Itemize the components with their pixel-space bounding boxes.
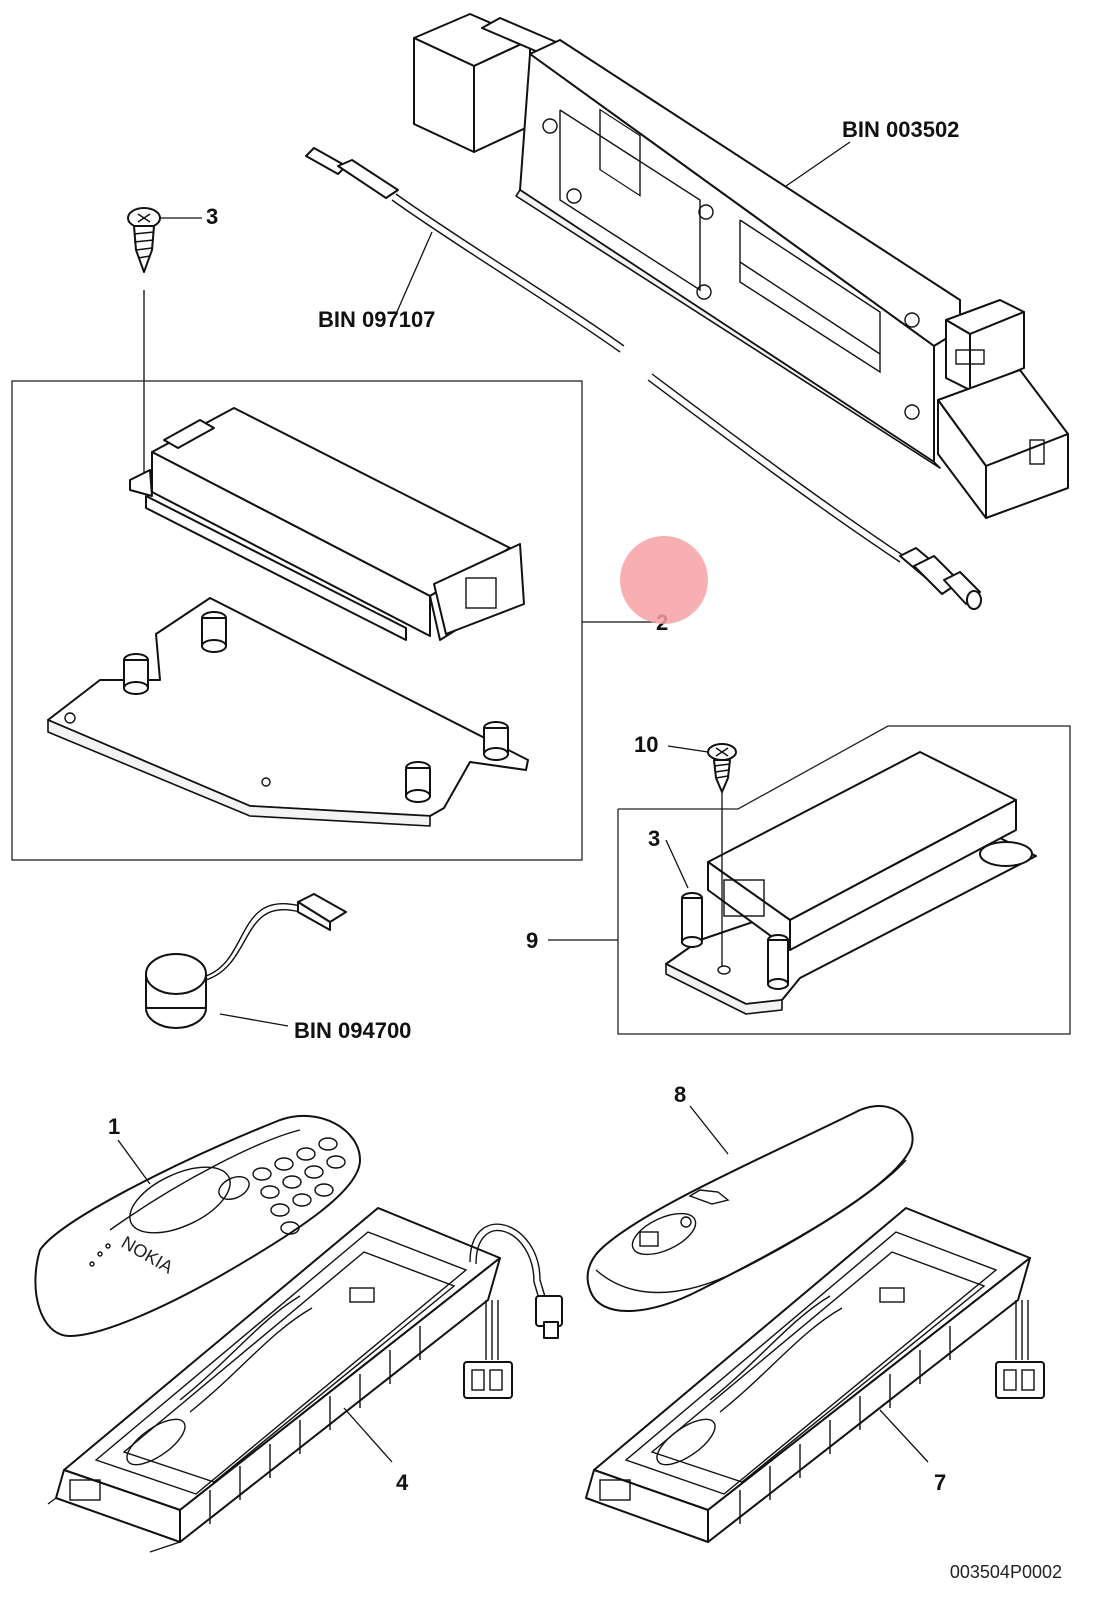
mounting-bracket — [47, 597, 529, 827]
microphone — [145, 893, 347, 1029]
label-3-unit: 3 — [648, 826, 660, 851]
label-4: 4 — [396, 1470, 409, 1495]
label-bin-003502: BIN 003502 — [842, 117, 959, 142]
cradle-cable-connectors — [463, 1223, 563, 1399]
self-tapping-screw-icon — [707, 743, 737, 793]
antenna-cable — [305, 147, 982, 610]
label-9: 9 — [526, 928, 538, 953]
assembly-frame-9 — [617, 725, 1071, 1035]
label-7: 7 — [934, 1470, 946, 1495]
label-3-top: 3 — [206, 204, 218, 229]
label-8: 8 — [674, 1082, 686, 1107]
telephone-control-unit — [129, 407, 525, 641]
highlight-marker — [620, 536, 708, 624]
handset-cradle — [47, 1207, 501, 1553]
label-bin-094700: BIN 094700 — [294, 1018, 411, 1043]
nokia-handset: NOKIA — [34, 1114, 361, 1337]
assembly-frame-2 — [11, 380, 583, 861]
antenna-module — [413, 13, 1069, 519]
screw-icon — [127, 207, 161, 273]
control-unit-assembly — [665, 751, 1037, 1015]
cradle-cover — [586, 1105, 914, 1312]
label-1: 1 — [108, 1114, 120, 1139]
handset-cradle-with-cover — [585, 1207, 1045, 1543]
label-10: 10 — [634, 732, 658, 757]
label-bin-097107: BIN 097107 — [318, 307, 435, 332]
diagram-code: 003504P0002 — [950, 1562, 1062, 1582]
